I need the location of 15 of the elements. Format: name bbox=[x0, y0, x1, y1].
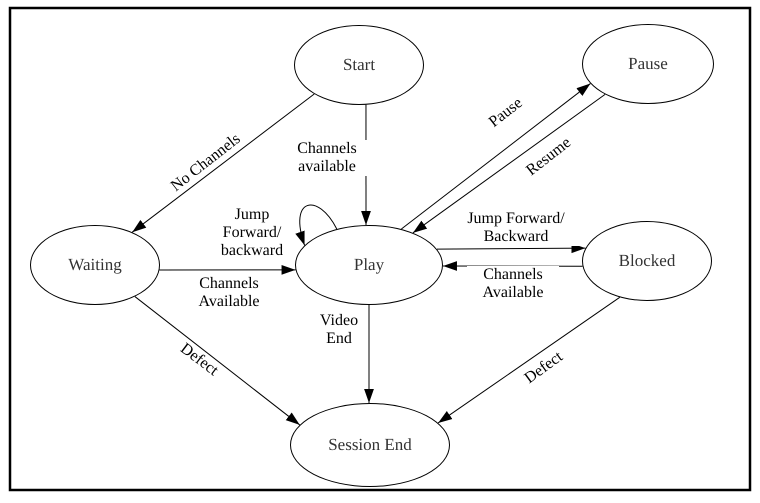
arrow bbox=[442, 261, 584, 271]
arrow bbox=[159, 265, 296, 275]
arrow bbox=[132, 94, 315, 233]
state-name: Blocked bbox=[618, 251, 676, 271]
state-name: Play bbox=[354, 255, 384, 275]
arrow bbox=[438, 296, 620, 424]
arrow bbox=[134, 296, 300, 426]
arrow bbox=[400, 83, 591, 230]
state-name: Session End bbox=[328, 435, 412, 455]
arrow bbox=[296, 204, 338, 246]
state-name: Pause bbox=[628, 54, 668, 74]
state-name: Waiting bbox=[68, 255, 122, 275]
arrow bbox=[364, 304, 374, 404]
state-name: Start bbox=[342, 55, 376, 75]
arrow bbox=[412, 94, 606, 234]
